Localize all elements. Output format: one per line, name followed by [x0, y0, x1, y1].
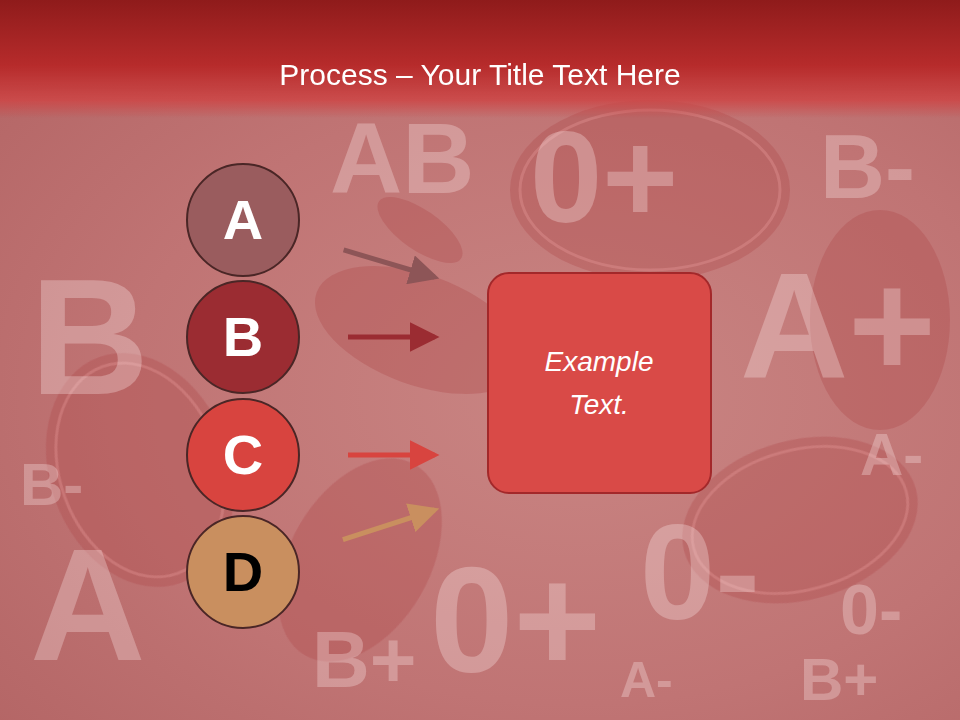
watermark: A+ [740, 250, 936, 400]
step-circle: D [186, 515, 300, 629]
process-box: Example Text. [487, 272, 712, 494]
watermark: A- [620, 655, 673, 705]
watermark: 0+ [530, 112, 678, 242]
step-circle: C [186, 398, 300, 512]
watermark: 0- [840, 575, 902, 645]
watermark: B+ [800, 650, 878, 710]
watermark: B+ [312, 620, 417, 700]
watermark: A- [860, 425, 923, 485]
box-text: Example Text. [524, 340, 674, 427]
slide-title: Process – Your Title Text Here [0, 55, 960, 95]
watermark: B [30, 255, 149, 420]
watermark: B- [20, 455, 83, 515]
step-letter: A [223, 192, 263, 248]
flow-arrow [348, 335, 435, 340]
watermark: AB [330, 108, 474, 208]
flow-arrow [348, 453, 435, 458]
watermark: 0- [640, 505, 760, 640]
flow-arrow [343, 510, 435, 540]
step-letter: D [223, 544, 263, 600]
watermark: B- [820, 122, 915, 212]
watermark: A [30, 525, 146, 685]
step-circle: B [186, 280, 300, 394]
step-circle: A [186, 163, 300, 277]
flow-arrow [344, 250, 435, 277]
step-letter: C [223, 427, 263, 483]
watermark: 0+ [430, 545, 601, 695]
step-letter: B [223, 309, 263, 365]
